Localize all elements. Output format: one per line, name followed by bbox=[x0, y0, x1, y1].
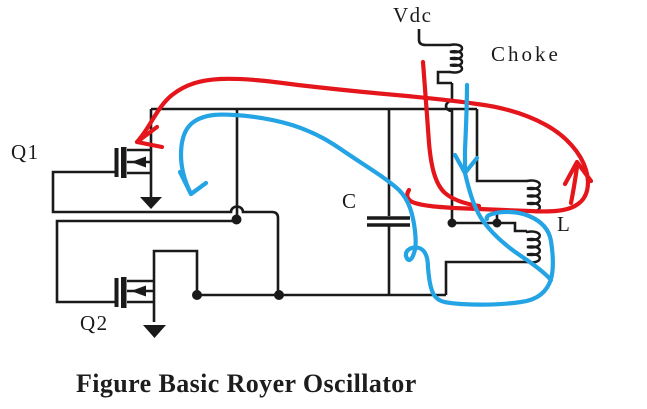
blue-inner-path-upper bbox=[462, 82, 470, 174]
q2-ground-icon bbox=[143, 325, 166, 338]
inductor-label: L bbox=[557, 212, 572, 236]
q2-drain-wire bbox=[152, 249, 199, 295]
figure-caption: Figure Basic Royer Oscillator bbox=[76, 369, 417, 398]
junction-dot bbox=[231, 214, 242, 225]
upper-winding-lead bbox=[475, 109, 527, 183]
blue-down-arrow-icon bbox=[452, 152, 480, 176]
q1-channel-bar bbox=[121, 147, 127, 178]
vdc-label: Vdc bbox=[393, 3, 433, 27]
q1-gate-bar bbox=[114, 148, 119, 177]
capacitor-plates bbox=[367, 216, 410, 227]
junction-dot bbox=[492, 218, 502, 228]
inductor-lower-coil bbox=[525, 230, 541, 264]
q1-gate-wire bbox=[51, 170, 280, 295]
q1-label: Q1 bbox=[11, 140, 40, 164]
vdc-lead-wire bbox=[417, 29, 450, 47]
capacitor-label: C bbox=[342, 189, 358, 213]
q2-gate-wire bbox=[55, 219, 236, 304]
blue-arrow-icon bbox=[177, 169, 209, 197]
circuit-wires bbox=[51, 29, 527, 322]
junction-dot bbox=[274, 290, 284, 300]
choke-coil bbox=[448, 43, 464, 74]
choke-down-wire bbox=[444, 83, 454, 223]
red-up-arrow-shaft bbox=[568, 164, 580, 206]
q2-channel-bar bbox=[121, 277, 127, 308]
q2-source-arrow-icon bbox=[131, 285, 146, 297]
red-current-loop bbox=[134, 59, 594, 214]
choke-step-wire bbox=[436, 70, 452, 85]
q1-source-arrow-icon bbox=[131, 156, 146, 168]
q1-ground-icon bbox=[140, 197, 162, 209]
blue-inner-path-lower bbox=[462, 170, 554, 283]
symbol-fills bbox=[114, 147, 502, 338]
lower-winding-bottom-lead bbox=[444, 260, 527, 295]
blue-current-loop bbox=[177, 82, 555, 307]
red-up-arrow-icon bbox=[562, 159, 594, 187]
choke-label: Choke bbox=[491, 42, 561, 66]
red-arrow-icon bbox=[134, 124, 165, 150]
red-current-path bbox=[134, 76, 590, 214]
blue-current-path bbox=[178, 112, 555, 307]
red-inner-path bbox=[420, 59, 482, 209]
lower-winding-top-lead bbox=[497, 221, 527, 233]
junction-dot bbox=[447, 218, 457, 228]
q2-gate-bar bbox=[114, 278, 119, 307]
coil-windings bbox=[448, 43, 541, 264]
junction-dot bbox=[192, 290, 202, 300]
q2-label: Q2 bbox=[80, 311, 109, 335]
inductor-upper-coil bbox=[525, 179, 541, 213]
